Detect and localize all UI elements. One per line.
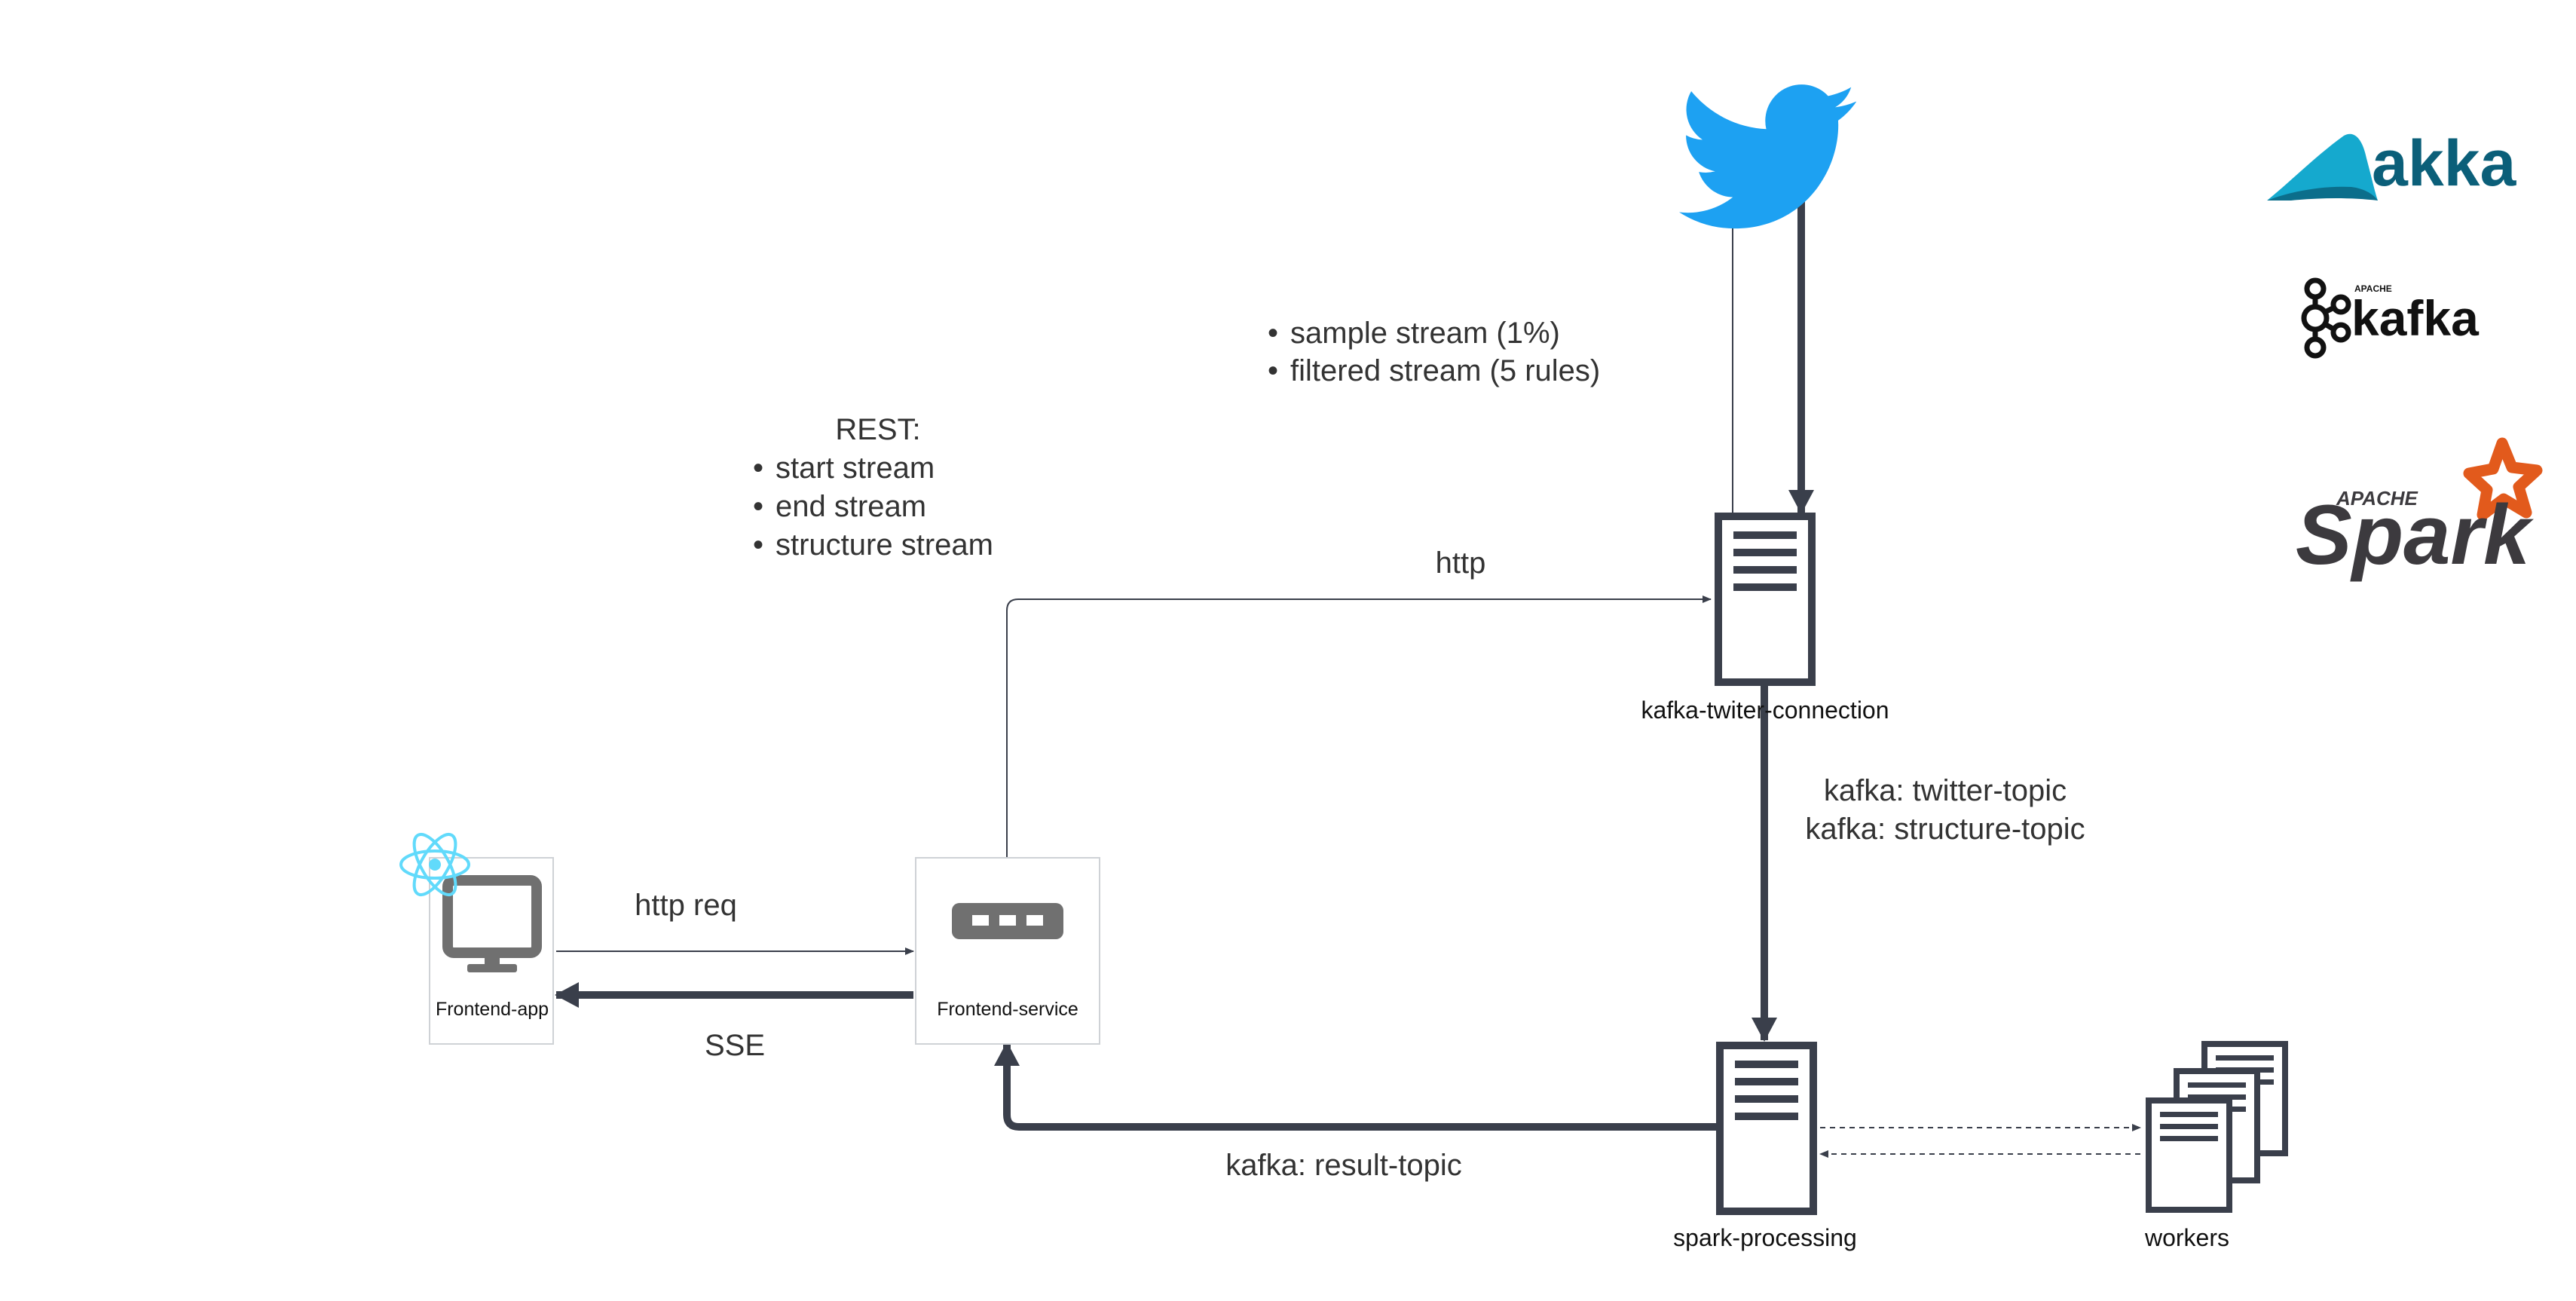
end-stream-label: end stream [776, 490, 926, 523]
twitter-bird-icon [1679, 84, 1857, 229]
bullet: • [753, 452, 763, 485]
bullet: • [1268, 354, 1278, 387]
react-atom-icon [399, 833, 470, 896]
kafka-wordmark: kafka [2351, 290, 2480, 346]
frontend-service-label: Frontend-service [937, 999, 1078, 1020]
monitor-icon [442, 875, 542, 972]
bullet: • [1268, 317, 1278, 350]
spark-wordmark: Spark [2296, 488, 2534, 582]
kafka-twitter-topic-label: kafka: twitter-topic [1824, 774, 2067, 807]
frontend-app-node[interactable]: Frontend-app [399, 828, 554, 1045]
server-icon [1715, 513, 1816, 686]
bullet: • [753, 490, 763, 523]
akka-mark-icon [2267, 133, 2378, 201]
server-stack-icon [2146, 1041, 2288, 1213]
sse-label: SSE [705, 1029, 765, 1062]
start-stream-label: start stream [776, 452, 935, 485]
structure-stream-label: structure stream [776, 528, 993, 562]
kafka-structure-topic-label: kafka: structure-topic [1805, 813, 2085, 846]
http-req-label: http req [635, 889, 737, 922]
frontend-service-card [915, 857, 1100, 1045]
spark-processing-label: spark-processing [1673, 1224, 1857, 1251]
kafka-twiter-connection-node[interactable]: kafka-twiter-connection [1641, 513, 1889, 724]
rest-endpoints-label: REST: • start stream • end stream • stru… [753, 413, 993, 562]
result-topic-arrow [994, 1042, 1717, 1131]
sample-stream-label: sample stream (1%) [1290, 317, 1560, 350]
akka-logo: akka [2267, 127, 2516, 201]
frontend-app-label: Frontend-app [436, 999, 549, 1020]
spark-processing-node[interactable]: spark-processing [1673, 1042, 1857, 1251]
stream-types-label: • sample stream (1%) • filtered stream (… [1268, 317, 1600, 387]
kafka-result-topic-label: kafka: result-topic [1225, 1149, 1461, 1182]
akka-wordmark: akka [2372, 127, 2516, 200]
spark-star-icon [2463, 437, 2543, 521]
service-icon [952, 903, 1063, 939]
rest-title: REST: [835, 413, 920, 446]
kafka-logo: APACHE kafka [2301, 277, 2480, 359]
server-icon [1716, 1042, 1817, 1215]
http-label: http [1436, 546, 1486, 580]
kafka-twiter-connection-label: kafka-twiter-connection [1641, 696, 1889, 724]
frontend-service-node[interactable]: Frontend-service [915, 857, 1100, 1045]
filtered-stream-label: filtered stream (5 rules) [1290, 354, 1600, 387]
workers-label: workers [2144, 1224, 2229, 1251]
spark-apache-label: APACHE [2336, 487, 2418, 510]
kafka-apache-label: APACHE [2354, 283, 2392, 294]
http-arrow [1006, 595, 1712, 858]
workers-node[interactable]: workers [2144, 1041, 2288, 1251]
bullet: • [753, 528, 763, 562]
spark-logo: APACHE Spark [2296, 437, 2543, 582]
kafka-mark-icon [2301, 277, 2351, 359]
